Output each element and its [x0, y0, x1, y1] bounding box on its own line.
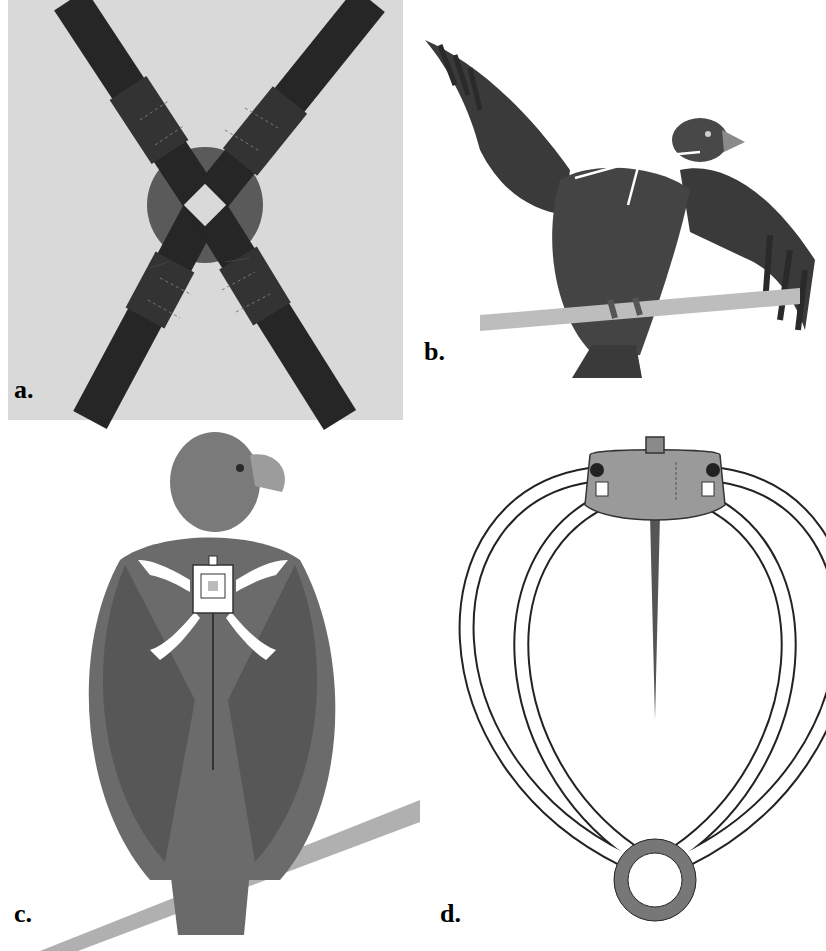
transmitter-cap: [646, 437, 664, 453]
panel-label: b.: [424, 338, 445, 367]
antenna: [212, 612, 214, 770]
stitched-pad: [238, 258, 272, 314]
talons: [610, 298, 640, 318]
harness-photo: [8, 0, 403, 420]
feathers: [765, 235, 805, 330]
strap: [90, 205, 205, 420]
photo-ground: [8, 0, 403, 420]
transmitter: [193, 565, 233, 613]
beak: [250, 454, 285, 492]
feathers: [440, 45, 480, 110]
strap: [205, 0, 370, 205]
eye: [705, 131, 711, 137]
tube-outline: [467, 475, 826, 860]
tube-port: [706, 463, 720, 477]
tube: [467, 475, 826, 860]
head: [672, 118, 728, 162]
panel-label: c.: [14, 900, 32, 929]
wing: [228, 565, 317, 862]
strap: [70, 0, 205, 205]
tail: [572, 345, 642, 378]
eagle-body: [552, 168, 690, 360]
harness: [575, 118, 700, 205]
eagle-spread: [425, 40, 815, 378]
eagle-perched: [40, 432, 420, 951]
thread: [150, 262, 168, 268]
panel-label: d.: [440, 900, 461, 929]
head: [170, 432, 260, 532]
stitched-pad: [240, 100, 290, 162]
thread: [225, 258, 250, 262]
detail: [676, 462, 677, 500]
wing: [103, 565, 195, 862]
transmitter: [585, 450, 725, 520]
eye: [236, 464, 244, 472]
harness-strap: [150, 612, 200, 660]
transmitter-face: [208, 581, 218, 591]
center-hole: [184, 184, 226, 226]
ring: [621, 846, 689, 914]
stitched-pad: [128, 88, 170, 152]
eagle-body: [89, 538, 336, 881]
harness-strap: [236, 560, 288, 592]
wing: [425, 40, 570, 215]
ring-edge: [614, 839, 696, 921]
stitching: [140, 100, 278, 318]
crimp: [702, 482, 714, 496]
strap: [205, 205, 340, 420]
tube-port: [590, 463, 604, 477]
crimp: [596, 482, 608, 496]
harness-strap: [226, 612, 276, 660]
transmitter-cap: [209, 556, 217, 565]
stitched-pad: [145, 262, 175, 318]
beak: [722, 130, 745, 152]
ring-edge: [628, 853, 682, 907]
harness-drawing: [467, 437, 826, 921]
branch: [480, 288, 800, 331]
harness-strap: [138, 560, 190, 592]
transmitter-face: [201, 574, 225, 598]
antenna: [650, 515, 660, 720]
panel-label: a.: [14, 376, 34, 405]
